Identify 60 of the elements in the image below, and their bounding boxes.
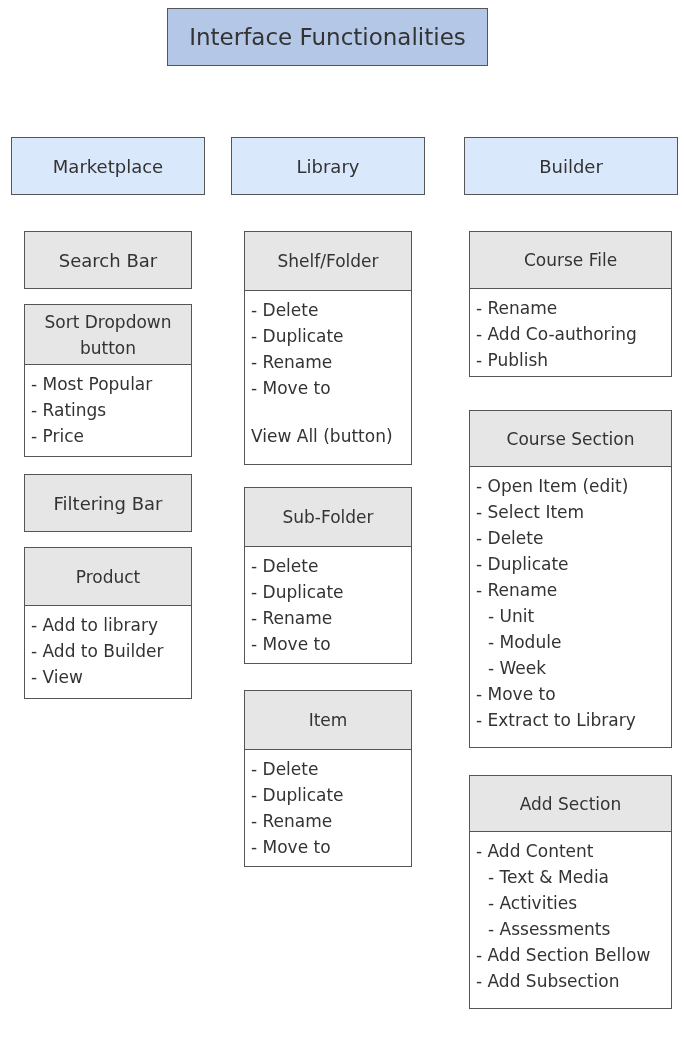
list-item: - Text & Media bbox=[488, 866, 611, 889]
list-item: - Duplicate bbox=[251, 581, 345, 604]
list-item: - Delete bbox=[251, 555, 320, 578]
list-item: - Duplicate bbox=[251, 784, 345, 807]
feature-box: Search Bar bbox=[24, 231, 192, 289]
column-header: Builder bbox=[464, 137, 678, 195]
function-card bbox=[469, 231, 672, 377]
list-item: - Rename bbox=[476, 579, 559, 602]
function-card bbox=[244, 690, 412, 867]
function-card bbox=[24, 547, 192, 699]
list-item: - Unit bbox=[488, 605, 536, 628]
list-item: View All (button) bbox=[251, 425, 394, 448]
card-header: Add Section bbox=[470, 776, 671, 832]
list-item: - Publish bbox=[476, 349, 550, 372]
card-header: Sub-Folder bbox=[245, 488, 411, 547]
list-item: - Extract to Library bbox=[476, 709, 637, 732]
list-item: - Rename bbox=[251, 810, 334, 833]
column-header: Marketplace bbox=[11, 137, 205, 195]
list-item: - Rename bbox=[251, 607, 334, 630]
card-header: Item bbox=[245, 691, 411, 750]
list-item: - Duplicate bbox=[251, 325, 345, 348]
list-item: - Delete bbox=[251, 758, 320, 781]
function-card bbox=[469, 775, 672, 1009]
function-card bbox=[469, 410, 672, 748]
list-item: - Delete bbox=[251, 299, 320, 322]
function-card bbox=[244, 487, 412, 664]
list-item: - Most Popular bbox=[31, 373, 154, 396]
card-header: Sort Dropdown button bbox=[25, 305, 191, 365]
list-item: - Move to bbox=[476, 683, 557, 706]
list-item: - Add to Builder bbox=[31, 640, 165, 663]
list-item: - View bbox=[31, 666, 84, 689]
list-item: - Week bbox=[488, 657, 548, 680]
list-item: - Ratings bbox=[31, 399, 108, 422]
list-item: - Rename bbox=[476, 297, 559, 320]
list-item: - Open Item (edit) bbox=[476, 475, 630, 498]
column-header: Library bbox=[231, 137, 425, 195]
list-item: - Price bbox=[31, 425, 85, 448]
list-item: - Move to bbox=[251, 377, 332, 400]
list-item: - Add to library bbox=[31, 614, 160, 637]
function-card bbox=[244, 231, 412, 465]
list-item: - Assessments bbox=[488, 918, 612, 941]
list-item: - Add Subsection bbox=[476, 970, 621, 993]
list-item: - Move to bbox=[251, 633, 332, 656]
list-item: - Add Section Bellow bbox=[476, 944, 652, 967]
list-item: - Delete bbox=[476, 527, 545, 550]
list-item: - Activities bbox=[488, 892, 579, 915]
list-item: - Duplicate bbox=[476, 553, 570, 576]
card-header: Course File bbox=[470, 232, 671, 289]
title-box: Interface Functionalities bbox=[167, 8, 488, 66]
card-header: Shelf/Folder bbox=[245, 232, 411, 291]
list-item: - Rename bbox=[251, 351, 334, 374]
function-card bbox=[24, 304, 192, 457]
list-item: - Select Item bbox=[476, 501, 586, 524]
list-item: - Add Content bbox=[476, 840, 595, 863]
list-item: - Add Co-authoring bbox=[476, 323, 638, 346]
list-item: - Move to bbox=[251, 836, 332, 859]
feature-box: Filtering Bar bbox=[24, 474, 192, 532]
list-item: - Module bbox=[488, 631, 563, 654]
card-header: Course Section bbox=[470, 411, 671, 467]
card-header: Product bbox=[25, 548, 191, 606]
